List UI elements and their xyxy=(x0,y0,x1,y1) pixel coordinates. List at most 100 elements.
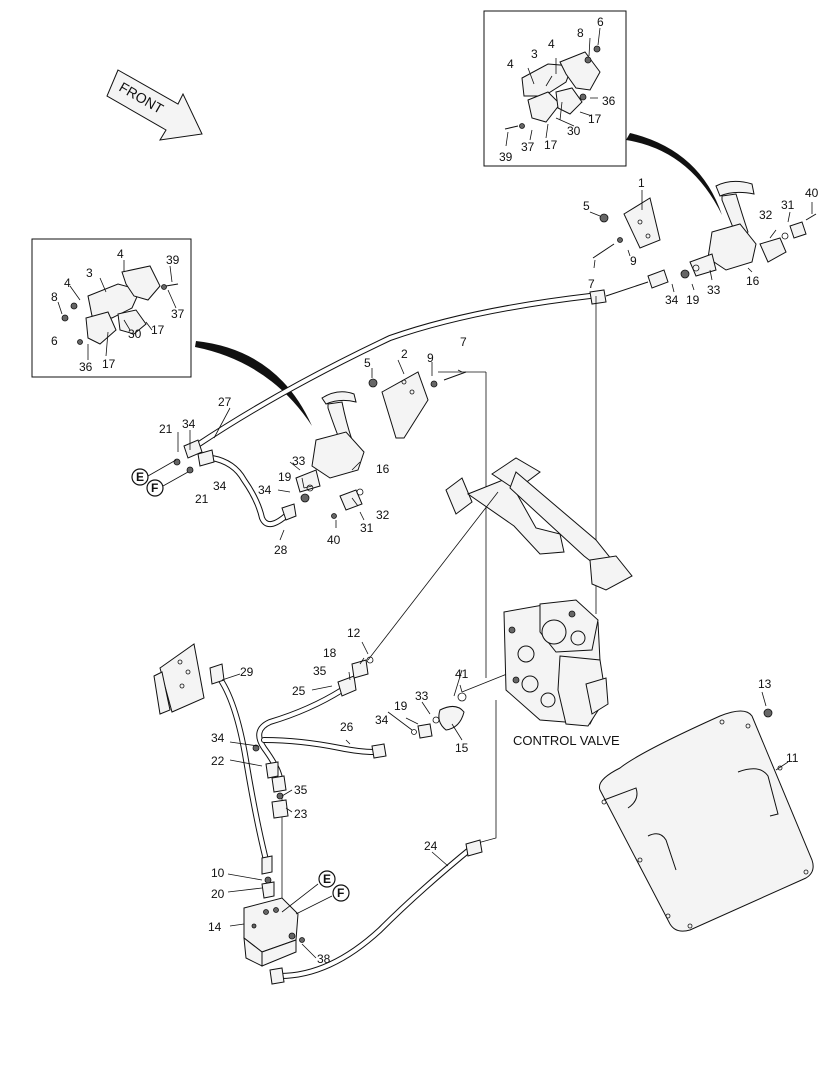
callout-37-inset-b: 37 xyxy=(171,307,185,321)
floor-plate xyxy=(598,710,814,932)
callout-19-upper: 19 xyxy=(686,293,700,307)
callout-1: 1 xyxy=(638,176,645,190)
callout-38: 38 xyxy=(317,952,331,966)
hose-27 xyxy=(183,289,607,459)
callout-30-inset-a: 30 xyxy=(567,124,581,138)
callout-34-middle-b: 34 xyxy=(213,479,227,493)
callout-34-middle-a: 34 xyxy=(182,417,196,431)
control-valve-label: CONTROL VALVE xyxy=(513,733,620,748)
callouts: 6 8 3 4 4 36 30 17 17 37 39 1 5 40 31 32… xyxy=(51,15,819,966)
callout-34-middle-c: 34 xyxy=(258,483,272,497)
callout-19-middle: 19 xyxy=(278,470,292,484)
callout-27: 27 xyxy=(218,395,232,409)
pilot-valve xyxy=(243,897,305,967)
connector-f-bottom-label: F xyxy=(337,886,344,900)
callout-35-lower: 35 xyxy=(294,783,308,797)
connector-e-top: E xyxy=(131,468,149,486)
connector-e-bottom-label: E xyxy=(323,872,331,886)
connector-e-top-label: E xyxy=(136,470,144,484)
hose-22 xyxy=(209,663,273,875)
upper-middle-assembly xyxy=(295,371,467,519)
front-arrow: FRONT xyxy=(106,69,203,141)
callout-17-inset-b1: 17 xyxy=(151,323,165,337)
callout-24: 24 xyxy=(424,839,438,853)
connector-f-top: F xyxy=(146,479,164,497)
callout-26: 26 xyxy=(340,720,354,734)
callout-40-upper: 40 xyxy=(805,186,819,200)
callout-13: 13 xyxy=(758,677,772,691)
callout-41: 41 xyxy=(455,667,469,681)
callout-2: 2 xyxy=(401,347,408,361)
callout-39-inset-a: 39 xyxy=(499,150,513,164)
control-valve xyxy=(503,599,609,727)
callout-4-inset-a1: 4 xyxy=(548,37,555,51)
callout-21-top: 21 xyxy=(159,422,173,436)
callout-33-middle: 33 xyxy=(292,454,306,468)
callout-18: 18 xyxy=(323,646,337,660)
callout-37-inset-a: 37 xyxy=(521,140,535,154)
callout-4-inset-b2: 4 xyxy=(64,276,71,290)
callout-32-upper: 32 xyxy=(759,208,773,222)
leader-lines xyxy=(177,190,813,959)
callout-6-inset-a: 6 xyxy=(597,15,604,29)
callout-17-inset-a1: 17 xyxy=(588,112,602,126)
inset-detail-left xyxy=(31,238,192,378)
inset-detail-right xyxy=(483,10,627,167)
upper-right-assembly xyxy=(592,180,817,279)
callout-3-inset-a: 3 xyxy=(531,47,538,61)
callout-23: 23 xyxy=(294,807,308,821)
callout-9-middle: 9 xyxy=(427,351,434,365)
callout-34-upper: 34 xyxy=(665,293,679,307)
inset-leader-right xyxy=(626,133,722,215)
callout-20: 20 xyxy=(211,887,225,901)
callout-21-bottom: 21 xyxy=(195,492,209,506)
callout-35-middle: 35 xyxy=(313,664,327,678)
callout-8-inset-a: 8 xyxy=(577,26,584,40)
callout-5-middle: 5 xyxy=(364,356,371,370)
tube-assembly xyxy=(445,457,633,591)
callout-33-lower: 33 xyxy=(415,689,429,703)
connector-f-top-label: F xyxy=(151,481,158,495)
callout-34-lower-b: 34 xyxy=(211,731,225,745)
bracket-29 xyxy=(153,643,205,715)
callout-4-inset-b1: 4 xyxy=(117,247,124,261)
callout-25: 25 xyxy=(292,684,306,698)
callout-16-upper: 16 xyxy=(746,274,760,288)
callout-14: 14 xyxy=(208,920,222,934)
callout-10: 10 xyxy=(211,866,225,880)
callout-30-inset-b: 30 xyxy=(128,327,142,341)
hose-28 xyxy=(197,449,297,527)
callout-11: 11 xyxy=(786,751,799,765)
callout-7-upper: 7 xyxy=(588,277,595,291)
callout-40-middle: 40 xyxy=(327,533,341,547)
callout-33-upper: 33 xyxy=(707,283,721,297)
callout-15: 15 xyxy=(455,741,469,755)
callout-19-lower: 19 xyxy=(394,699,408,713)
callout-16-middle: 16 xyxy=(376,462,390,476)
callout-4-inset-a2: 4 xyxy=(507,57,514,71)
callout-22: 22 xyxy=(211,754,225,768)
callout-8-inset-b: 8 xyxy=(51,290,58,304)
callout-31-middle: 31 xyxy=(360,521,374,535)
callout-28: 28 xyxy=(274,543,288,557)
callout-17-inset-a2: 17 xyxy=(544,138,558,152)
callout-36-inset-b: 36 xyxy=(79,360,93,374)
callout-7-middle: 7 xyxy=(460,335,467,349)
callout-9-upper: 9 xyxy=(630,254,637,268)
callout-12: 12 xyxy=(347,626,361,640)
callout-6-inset-b: 6 xyxy=(51,334,58,348)
callout-36-inset-a: 36 xyxy=(602,94,616,108)
hose-24 xyxy=(269,839,483,985)
connector-e-bottom: E xyxy=(318,870,336,888)
callout-32-middle: 32 xyxy=(376,508,390,522)
inset-leader-left xyxy=(195,341,312,426)
callout-5-upper: 5 xyxy=(583,199,590,213)
callout-3-inset-b: 3 xyxy=(86,266,93,280)
callout-17-inset-b2: 17 xyxy=(102,357,116,371)
callout-39-inset-b: 39 xyxy=(166,253,180,267)
callout-31-upper: 31 xyxy=(781,198,795,212)
callout-34-lower-a: 34 xyxy=(375,713,389,727)
callout-29: 29 xyxy=(240,665,254,679)
connector-f-bottom: F xyxy=(332,884,350,902)
